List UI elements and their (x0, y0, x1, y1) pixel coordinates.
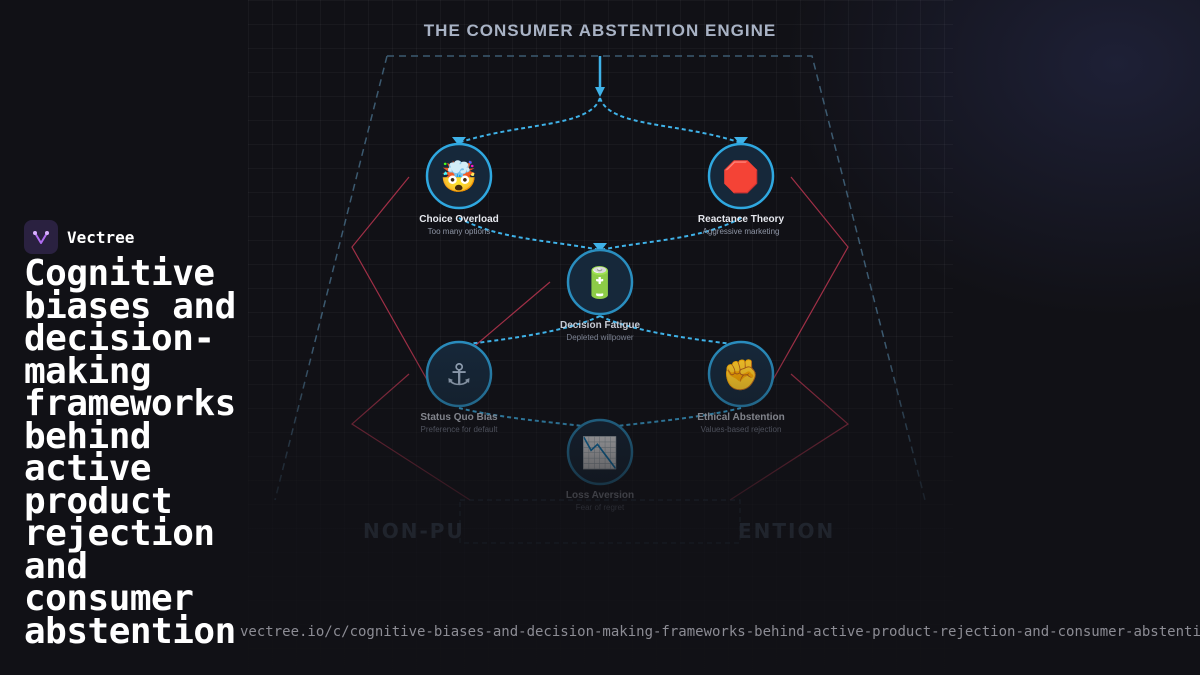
outcome-label-right: ENTION (738, 519, 835, 543)
node-loss-aversion: 📉 Loss Aversion Fear of regret (566, 418, 634, 512)
exploding-head-icon: 🤯 (440, 159, 477, 195)
node-label: Ethical Abstention (697, 412, 784, 423)
node-label: Loss Aversion (566, 490, 634, 501)
node-sublabel: Aggressive marketing (703, 227, 780, 236)
node-choice-overload: 🤯 Choice Overload Too many options (419, 142, 499, 236)
node-label: Decision Fatigue (560, 320, 640, 331)
brand[interactable]: Vectree (24, 220, 134, 254)
node-sublabel: Values-based rejection (701, 425, 782, 434)
node-label: Choice Overload (419, 214, 498, 225)
anchor-icon: ⚓ (446, 358, 473, 393)
node-ethical-abstention: ✊ Ethical Abstention Values-based reject… (697, 340, 785, 434)
vectree-logo-icon (24, 220, 58, 254)
stop-sign-icon: 🛑 (722, 159, 759, 195)
footer-url[interactable]: vectree.io/c/cognitive-biases-and-decisi… (240, 624, 1200, 640)
diagram-title: THE CONSUMER ABSTENTION ENGINE (424, 21, 776, 40)
node-decision-fatigue: 🔋 Decision Fatigue Depleted willpower (560, 248, 640, 342)
brand-name: Vectree (67, 227, 135, 247)
node-sublabel: Depleted willpower (566, 333, 633, 342)
node-status-quo-bias: ⚓ Status Quo Bias Preference for default (420, 340, 499, 434)
background-glow (780, 0, 1200, 320)
outcome-label-left: NON-PU (363, 519, 465, 543)
flow-arrowheads (452, 137, 748, 252)
node-label: Reactance Theory (698, 214, 785, 225)
node-sublabel: Fear of regret (576, 503, 625, 512)
engine-frame (274, 55, 926, 501)
node-sublabel: Too many options (428, 227, 491, 236)
node-reactance-theory: 🛑 Reactance Theory Aggressive marketing (698, 142, 785, 236)
node-label: Status Quo Bias (420, 412, 498, 423)
raised-fist-icon: ✊ (722, 358, 759, 393)
page-headline: Cognitive biases and decision-making fra… (24, 253, 236, 652)
battery-icon: 🔋 (581, 265, 618, 301)
node-sublabel: Preference for default (421, 425, 499, 434)
chart-decreasing-icon: 📉 (581, 435, 618, 471)
